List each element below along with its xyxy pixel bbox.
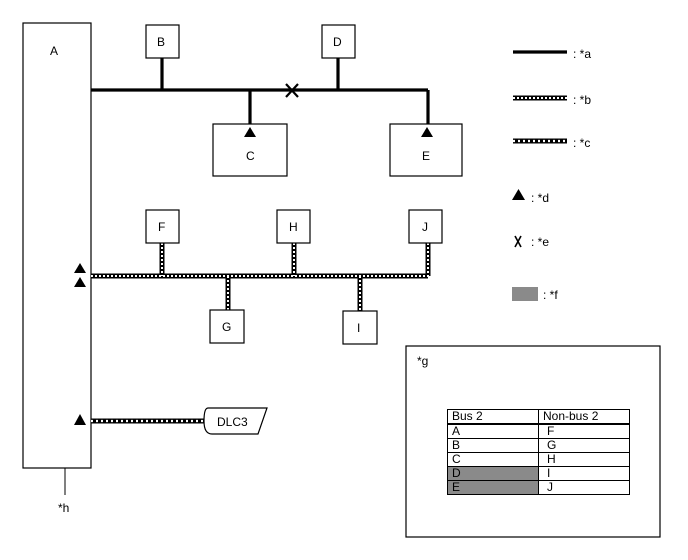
- table-cell-nonbus: F: [538, 423, 630, 439]
- table-cell-nonbus: I: [538, 466, 630, 481]
- ecu-c-triangle-icon: [244, 127, 256, 137]
- table-row: C H: [447, 452, 630, 467]
- legend-label-d: : *d: [531, 191, 549, 205]
- legend-label-c: : *c: [573, 136, 590, 150]
- legend-triangle-icon: [512, 189, 525, 200]
- table-cell-nonbus: G: [538, 438, 630, 453]
- table-row: A F: [447, 423, 630, 439]
- ecu-b-label: B: [157, 35, 165, 49]
- ecu-d-box[interactable]: [321, 24, 356, 59]
- ecu-g-label: G: [222, 320, 231, 334]
- bus-a-lines: [91, 58, 430, 124]
- ecu-d-label: D: [333, 35, 342, 49]
- ecu-j-label: J: [422, 220, 428, 234]
- ecu-e-label: E: [422, 149, 430, 163]
- legend-label-f: : *f: [543, 288, 558, 302]
- table-cell-bus: C: [447, 452, 539, 467]
- table-cell-bus-shaded: D: [447, 466, 539, 481]
- table-row: E J: [447, 480, 630, 495]
- ecu-a-label: A: [50, 44, 58, 58]
- bus-b-lines: [91, 243, 431, 311]
- table-header-nonbus2: Non-bus 2: [538, 409, 630, 425]
- bus-break-x-icon: [285, 83, 299, 98]
- table-header-bus2: Bus 2: [447, 409, 539, 425]
- ecu-c-label: C: [246, 149, 255, 163]
- ecu-a-triangle-lower-icon: [74, 277, 86, 287]
- legend-label-a: : *a: [573, 47, 591, 61]
- table-cell-nonbus: H: [538, 452, 630, 467]
- legend-shade-swatch: [512, 287, 538, 301]
- ecu-a-box[interactable]: [22, 22, 92, 469]
- table-header-row: Bus 2 Non-bus 2: [447, 409, 630, 425]
- ecu-i-box[interactable]: [342, 310, 378, 345]
- table-cell-bus-shaded: E: [447, 480, 539, 495]
- dlc3-connector[interactable]: [203, 407, 268, 435]
- table-row: D I: [447, 466, 630, 481]
- table-cell-bus: A: [447, 423, 539, 439]
- ecu-f-box[interactable]: [145, 209, 180, 244]
- ecu-a-triangle-upper-icon: [74, 263, 86, 273]
- legend-x-icon: [514, 235, 522, 248]
- ecu-h-label: H: [289, 220, 298, 234]
- table-row: B G: [447, 438, 630, 453]
- legend-label-e: : *e: [531, 235, 549, 249]
- ecu-h-box[interactable]: [276, 209, 311, 244]
- table-cell-bus: B: [447, 438, 539, 453]
- legend-label-b: : *b: [573, 93, 591, 107]
- legend: : *a : *b : *c : *d : *e : *f: [512, 47, 591, 302]
- footnote-h-label: *h: [58, 501, 69, 515]
- table-cell-nonbus: J: [538, 480, 630, 495]
- panel-title: *g: [417, 354, 428, 368]
- ecu-b-box[interactable]: [145, 24, 180, 59]
- ecu-f-label: F: [158, 220, 165, 234]
- ecu-a-triangle-dlc-icon: [74, 414, 86, 425]
- ecu-j-box[interactable]: [408, 209, 443, 244]
- ecu-g-box[interactable]: [209, 309, 245, 344]
- ecu-e-triangle-icon: [421, 127, 433, 137]
- ecu-i-label: I: [357, 321, 360, 335]
- dlc3-label: DLC3: [217, 415, 248, 429]
- bus-membership-table: Bus 2 Non-bus 2 A F B G C H D I E J: [447, 409, 630, 495]
